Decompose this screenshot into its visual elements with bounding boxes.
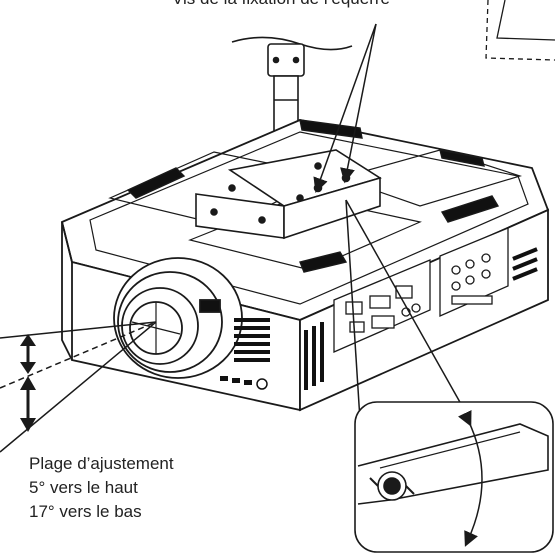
zoom-callout-lines — [345, 199, 471, 421]
adjustment-range-up: 5° vers le haut — [29, 478, 138, 497]
front-vent-grill — [234, 318, 270, 362]
mounting-bracket — [195, 149, 382, 240]
dashed-inset-outline — [485, 0, 555, 61]
inset-frame-line — [496, 0, 555, 41]
projector-top-handles — [126, 119, 500, 273]
adjustment-range-text: Plage d’ajustement 5° vers le haut 17° v… — [29, 452, 174, 524]
top-caption: Vis de la fixation de l’équerre — [172, 0, 390, 11]
adjustment-range-lines — [0, 321, 157, 453]
right-side-grill — [512, 247, 538, 281]
adjustment-range-down: 17° vers le bas — [29, 502, 142, 521]
down-adjust-arrow — [20, 376, 36, 432]
side-vent-grill — [304, 322, 324, 390]
screw-callout-lines — [313, 23, 377, 194]
terminal-panel — [333, 227, 509, 353]
adjustment-range-title: Plage d’ajustement — [29, 454, 174, 473]
zoom-inset-detail — [354, 401, 554, 553]
front-button-row — [220, 376, 268, 390]
up-adjust-arrow — [20, 334, 36, 374]
projector-lens — [113, 257, 243, 379]
